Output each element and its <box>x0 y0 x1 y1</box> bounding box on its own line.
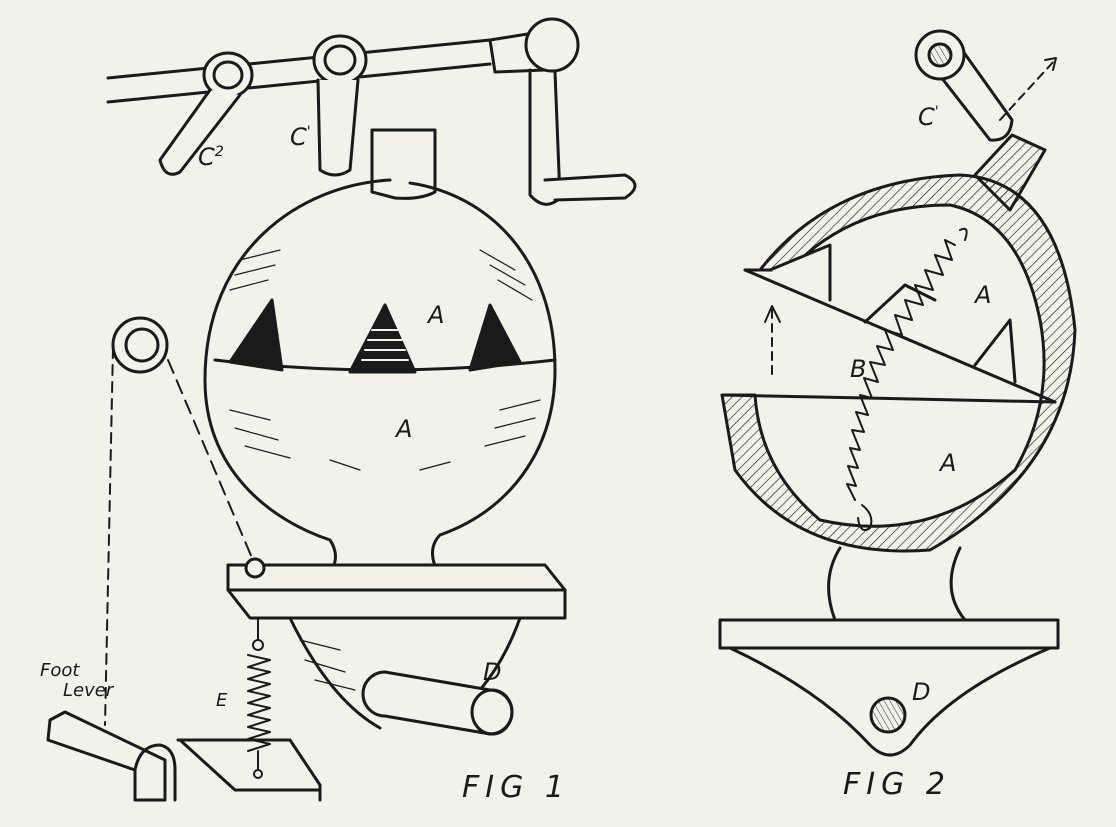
fig2-label-c: C' <box>918 103 939 131</box>
fig1-lever-c2 <box>158 51 254 176</box>
fig1-shaft <box>106 38 492 104</box>
fig2-teeth <box>768 243 1017 384</box>
fig1-spring-e <box>247 617 271 779</box>
fig2-pedestal <box>718 546 1060 757</box>
fig1-drawing <box>46 17 637 802</box>
fig2-chord <box>720 393 1057 404</box>
fig1-label-a-upper: A <box>428 301 445 329</box>
fig2-label-d: D <box>912 678 931 706</box>
fig2-caption: FIG 2 <box>843 767 951 802</box>
fig2-label-b: B <box>850 355 867 383</box>
fig1-label-foot: Foot <box>40 660 80 681</box>
fig2-label-a-lower: A <box>940 449 957 477</box>
fig1-shaft-d <box>361 670 514 736</box>
fig1-pulley <box>104 316 266 726</box>
fig1-label-a-lower: A <box>396 415 413 443</box>
fig1-lever-c1 <box>312 34 368 177</box>
fig2-ring <box>720 133 1077 553</box>
fig2-crank-c <box>914 29 1057 142</box>
fig1-label-c1: C' <box>290 123 311 151</box>
fig1-foot-lever <box>46 710 322 802</box>
fig1-globe-neck <box>370 128 437 200</box>
fig1-vane-teeth <box>228 298 522 374</box>
fig1-globe <box>203 178 557 577</box>
fig1-base <box>226 563 567 730</box>
fig2-spring <box>764 227 968 531</box>
fig1-label-e: E <box>216 690 228 711</box>
fig1-label-d: D <box>483 658 502 686</box>
fig2-drawing <box>718 29 1077 757</box>
fig2-label-a-upper: A <box>975 281 992 309</box>
fig1-caption: FIG 1 <box>462 770 570 805</box>
fig1-label-c2: C2 <box>198 143 224 171</box>
fig1-label-lever: Lever <box>63 680 114 701</box>
fig2-vane-b <box>743 268 1057 404</box>
fig1-crank-handle <box>488 17 637 206</box>
